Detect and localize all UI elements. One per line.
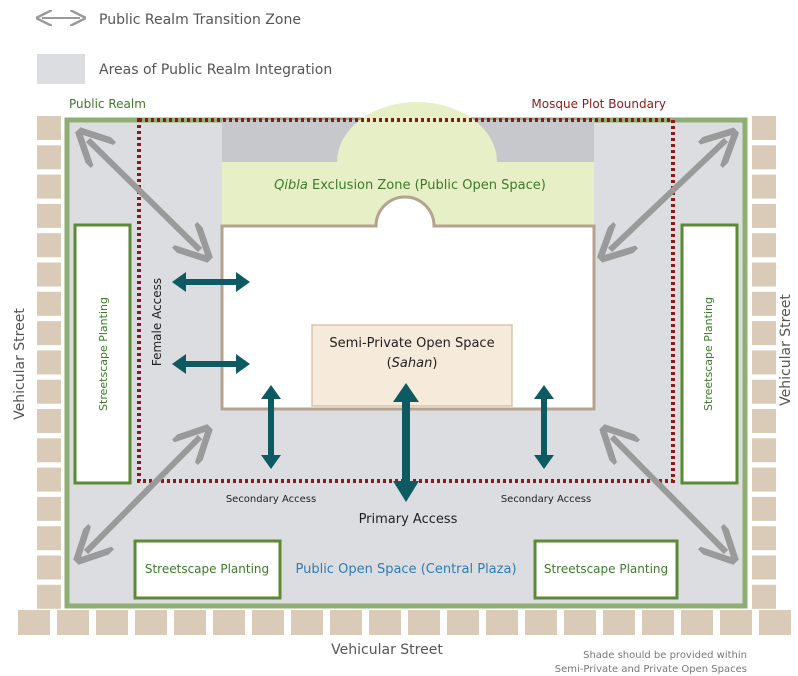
secondary-access-left-label: Secondary Access [226,494,316,505]
street-tile [37,438,61,463]
street-tile [37,350,61,375]
street-tile [752,438,776,463]
street-tile [752,203,776,228]
sahan-title: Semi-Private Open Space [329,336,494,351]
street-tile [37,116,61,140]
street-tile [37,262,61,287]
vehicular-street-right-label: Vehicular Street [778,294,794,406]
street-tile [642,610,674,635]
street-tile [759,610,791,635]
street-tile [752,145,776,170]
integration-area-legend-swatch [37,54,85,84]
shade-note-line-2: Semi-Private and Private Open Spaces [555,664,747,675]
secondary-access-arrow-left [261,385,281,469]
street-tile [37,291,61,316]
left-street-tiles [37,116,61,609]
street-tile [447,610,479,635]
street-tile [252,610,284,635]
street-tile [752,174,776,199]
street-tile [752,321,776,346]
street-tile [486,610,518,635]
female-access-arrow-1 [172,272,250,292]
secondary-access-arrow-right [534,385,554,469]
street-tile [408,610,440,635]
street-tile [752,291,776,316]
street-tile [752,467,776,492]
street-tile [752,350,776,375]
street-tile [752,584,776,609]
public-realm-label: Public Realm [69,97,146,111]
mosque-plot-boundary-label: Mosque Plot Boundary [531,97,666,111]
street-tile [330,610,362,635]
sahan-subtitle: (Sahan) [387,356,438,371]
street-tile [37,467,61,492]
right-street-tiles [752,116,776,609]
street-tile [752,262,776,287]
public-open-space-label: Public Open Space (Central Plaza) [295,562,516,577]
vehicular-street-left-label: Vehicular Street [12,308,28,420]
qibla-exclusion-zone-label: Qibla Exclusion Zone (Public Open Space) [274,178,546,193]
street-tile [37,584,61,609]
street-tile [369,610,401,635]
qibla-word: Qibla [274,178,308,193]
street-tile [37,145,61,170]
legend: Public Realm Transition Zone Areas of Pu… [37,12,332,84]
legend-integration-areas-label: Areas of Public Realm Integration [99,62,332,78]
street-tile [564,610,596,635]
street-tile [37,321,61,346]
street-tile [37,409,61,433]
street-tile [291,610,323,635]
female-access-label: Female Access [150,278,164,366]
street-tile [37,496,61,521]
street-tile [18,610,50,635]
access-arrows [172,272,554,502]
street-tile [752,233,776,258]
street-tile [752,555,776,580]
street-tile [525,610,557,635]
qibla-rest: Exclusion Zone (Public Open Space) [308,178,546,193]
street-tile [37,233,61,258]
street-tile [213,610,245,635]
transition-arrow-bottom-left [86,437,200,552]
street-tile [752,496,776,521]
streetscape-planting-right-label: Streetscape Planting [702,297,715,411]
sahan-paren-close: ) [432,356,437,371]
street-tile [720,610,752,635]
street-tile [752,526,776,551]
bottom-street-tiles [18,610,791,635]
streetscape-planting-bottom-left-label: Streetscape Planting [145,562,269,576]
street-tile [174,610,206,635]
sahan-word: Sahan [392,356,433,371]
transition-arrow-bottom-right [612,437,726,552]
sahan-paren-open: ( [387,356,392,371]
street-tile [37,526,61,551]
street-tile [96,610,128,635]
streetscape-planting-bottom-right-label: Streetscape Planting [544,562,668,576]
mosque-plot-boundary [137,118,675,483]
vehicular-street-bottom-label: Vehicular Street [331,642,443,658]
street-tile [37,203,61,228]
street-tile [57,610,89,635]
transition-arrow-top-right [610,140,726,250]
street-tile [135,610,167,635]
street-tile [752,409,776,433]
street-tile [681,610,713,635]
street-tile [37,174,61,199]
transition-arrows [86,140,726,552]
transition-arrow-top-left [88,140,200,250]
street-tile [752,379,776,404]
street-tile [37,555,61,580]
street-tile [37,379,61,404]
street-tile [603,610,635,635]
female-access-arrow-2 [172,354,250,374]
primary-access-label: Primary Access [359,512,458,527]
legend-transition-zone-label: Public Realm Transition Zone [99,12,301,28]
qibla-exclusion-zone [222,102,594,225]
streetscape-planting-left-label: Streetscape Planting [97,297,110,411]
shade-note-line-1: Shade should be provided within [583,650,747,661]
secondary-access-right-label: Secondary Access [501,494,591,505]
primary-access-arrow [393,383,419,502]
street-tile [752,116,776,140]
